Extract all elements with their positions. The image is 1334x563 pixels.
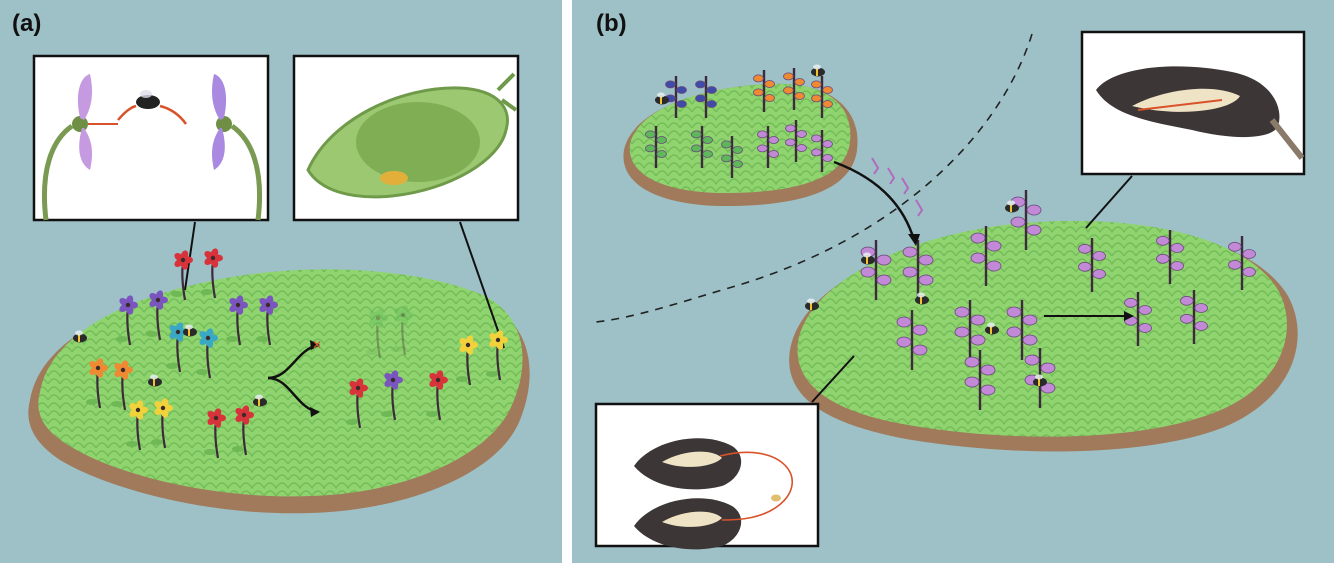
- flower-icon: [902, 240, 934, 300]
- flower-icon: [381, 370, 403, 421]
- flower-icon: [1228, 236, 1256, 290]
- flower-icon: [171, 250, 193, 301]
- bee-icon: [148, 374, 162, 387]
- flower-icon: [811, 76, 833, 118]
- bee-icon: [183, 324, 197, 337]
- bee-icon: [1033, 374, 1047, 387]
- flower-icon: [1180, 290, 1208, 344]
- leader-line-a2: [459, 221, 505, 349]
- bee-icon: [1005, 200, 1019, 213]
- flower-icon: [146, 290, 168, 341]
- flower-icon: [196, 328, 218, 379]
- panel-b: (b): [572, 0, 1334, 563]
- inset-capsule-section: [292, 54, 520, 222]
- flower-icon: [226, 295, 248, 346]
- flower-icon: [111, 360, 133, 411]
- inset-seed-capsule: [1080, 30, 1306, 176]
- flower-icon: [204, 408, 226, 459]
- bee-icon: [861, 252, 875, 265]
- cross-mark: ✕: [312, 338, 322, 352]
- flower-icon: [1078, 238, 1106, 292]
- flower-icon: [486, 330, 508, 381]
- flower-icon: [811, 130, 833, 172]
- bee-icon: [73, 330, 87, 343]
- island-big-grass: [797, 220, 1287, 437]
- flower-icon: [366, 308, 388, 359]
- inset-pollen-transfer: [594, 402, 820, 550]
- flower-icon: [691, 126, 713, 168]
- bee-icon: [655, 92, 669, 105]
- flower-icon: [896, 310, 928, 370]
- flower-icon: [721, 136, 743, 178]
- panel-b-illustration: [594, 30, 1306, 550]
- bee-icon: [771, 494, 781, 502]
- flower-icon: [1010, 190, 1042, 250]
- panel-a-illustration: ✕: [28, 54, 530, 514]
- flower-icon: [753, 70, 775, 112]
- wind-icon: [871, 157, 924, 217]
- flower-icon: [954, 300, 986, 360]
- flower-icon: [964, 350, 996, 410]
- flower-icon: [785, 120, 807, 162]
- flower-icon: [1124, 292, 1152, 346]
- flower-icon: [86, 358, 108, 409]
- branch-arrows: ✕: [267, 338, 322, 417]
- bee-icon: [136, 90, 160, 109]
- flowers-a: [73, 248, 508, 459]
- dispersal-arrowhead: [908, 234, 920, 246]
- flower-icon: [1156, 230, 1184, 284]
- flower-icon: [665, 76, 687, 118]
- flower-icon: [860, 240, 892, 300]
- flower-icon: [232, 405, 254, 456]
- bee-icon: [985, 322, 999, 335]
- panel-a-label: (a): [12, 10, 42, 37]
- flower-icon: [1006, 300, 1038, 360]
- flower-icon: [757, 126, 779, 168]
- flower-icon: [695, 76, 717, 118]
- bee-icon: [811, 64, 825, 77]
- flower-icon: [456, 335, 478, 386]
- flower-icon: [645, 126, 667, 168]
- dispersal-arrow: [833, 160, 916, 241]
- lost-flowers: [366, 305, 413, 359]
- island-small-grass: [629, 83, 851, 194]
- bee-icon: [915, 292, 929, 305]
- flowers-b: [645, 64, 1256, 410]
- dispersal-boundary: [595, 33, 1033, 323]
- flower-icon: [783, 68, 805, 110]
- flower-icon: [391, 305, 413, 356]
- leader-line-a1: [184, 221, 196, 291]
- panel-b-label: (b): [596, 10, 627, 37]
- flower-icon: [151, 398, 173, 449]
- panel-a: (a): [0, 0, 562, 563]
- bee-icon: [253, 394, 267, 407]
- bee-icon: [805, 298, 819, 311]
- flower-icon: [426, 370, 448, 421]
- flower-icon: [126, 400, 148, 451]
- flower-icon: [256, 295, 278, 346]
- flower-icon: [116, 295, 138, 346]
- flower-icon: [970, 226, 1002, 286]
- flower-icon: [201, 248, 223, 299]
- inset-pollination: [32, 54, 270, 222]
- flower-icon: [346, 378, 368, 429]
